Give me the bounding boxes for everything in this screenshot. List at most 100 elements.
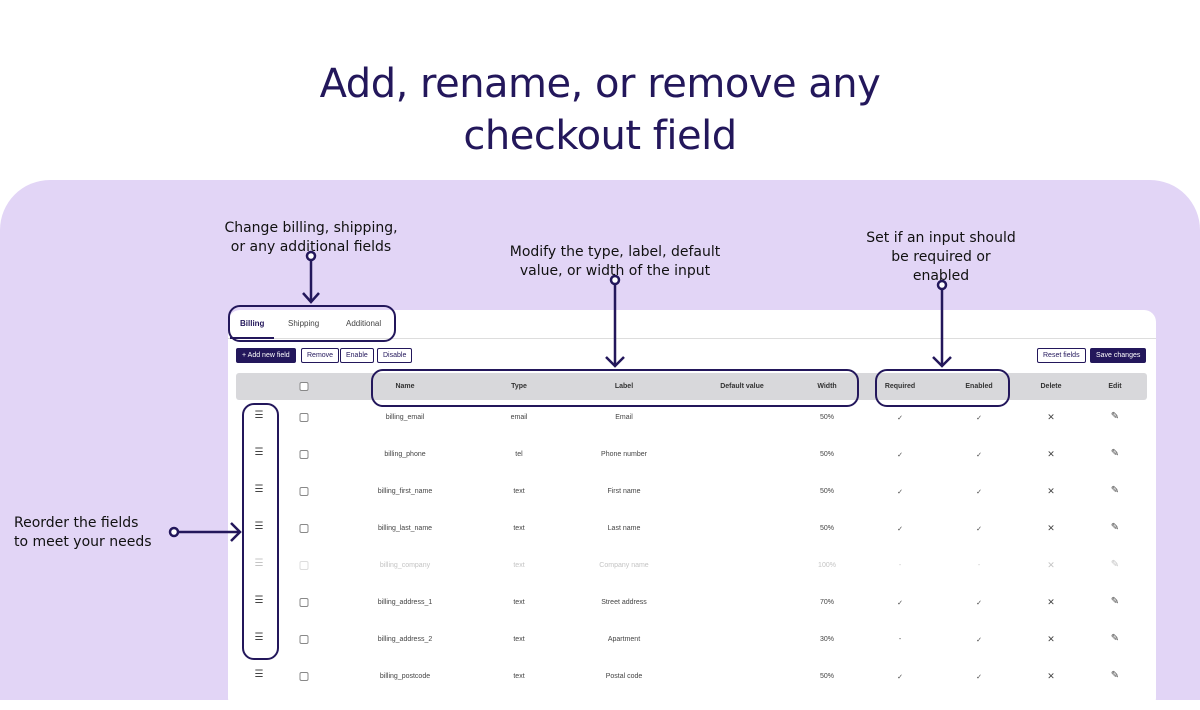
row-checkbox[interactable] xyxy=(299,450,309,459)
tab-shipping[interactable]: Shipping xyxy=(288,319,320,328)
tabs-highlight xyxy=(228,305,396,342)
cell-type: text xyxy=(513,599,525,606)
note-line: or any additional fields xyxy=(230,239,392,255)
cell-label: Apartment xyxy=(607,636,641,643)
column-header: Enabled xyxy=(965,383,993,390)
delete-icon[interactable]: ✕ xyxy=(1047,412,1055,422)
cell-required: - xyxy=(898,636,902,643)
cell-required: - xyxy=(898,562,902,569)
reorder-annotation: Reorder the fields to meet your needs xyxy=(14,514,174,552)
drag-handle-icon[interactable]: ☰ xyxy=(254,447,264,458)
drag-handle-icon[interactable]: ☰ xyxy=(254,669,264,680)
headline-line1: Add, rename, or remove any xyxy=(319,61,881,107)
cell-name: billing_company xyxy=(379,562,431,569)
drag-handle-icon[interactable]: ☰ xyxy=(254,632,264,643)
reset-fields-button[interactable]: Reset fields xyxy=(1037,348,1086,363)
drag-handle-icon[interactable]: ☰ xyxy=(254,410,264,421)
edit-pencil-icon[interactable]: ✎ xyxy=(1110,411,1120,422)
tabs-annotation: Change billing, shipping, or any additio… xyxy=(200,219,422,257)
cell-type: text xyxy=(513,488,525,495)
columns-highlight xyxy=(371,369,859,407)
cell-label: Street address xyxy=(601,599,647,606)
cell-name: billing_first_name xyxy=(377,488,433,495)
note-line: Set if an input should xyxy=(866,230,1016,246)
drag-handles-highlight xyxy=(242,403,279,660)
column-header: Name xyxy=(395,383,415,390)
required-enabled-highlight xyxy=(875,369,1010,407)
delete-icon[interactable]: ✕ xyxy=(1047,523,1055,533)
note-line: Reorder the fields xyxy=(14,515,139,531)
column-header: Delete xyxy=(1040,383,1062,390)
tab-billing[interactable]: Billing xyxy=(240,319,265,328)
delete-icon[interactable]: ✕ xyxy=(1047,560,1055,570)
delete-icon[interactable]: ✕ xyxy=(1047,597,1055,607)
row-checkbox[interactable] xyxy=(299,524,309,533)
cell-width: 50% xyxy=(819,525,835,532)
cell-name: billing_email xyxy=(385,414,425,421)
delete-icon[interactable]: ✕ xyxy=(1047,449,1055,459)
drag-handle-icon[interactable]: ☰ xyxy=(254,558,264,569)
drag-handle-icon[interactable]: ☰ xyxy=(254,484,264,495)
column-header: Default value xyxy=(720,383,764,390)
delete-icon[interactable]: ✕ xyxy=(1047,486,1055,496)
edit-pencil-icon[interactable]: ✎ xyxy=(1110,633,1120,644)
save-changes-button[interactable]: Save changes xyxy=(1090,348,1147,363)
cell-enabled: - xyxy=(977,562,981,569)
remove-button[interactable]: Remove xyxy=(301,348,340,363)
row-checkbox[interactable] xyxy=(299,635,309,644)
column-header: Width xyxy=(817,383,837,390)
column-header: Edit xyxy=(1108,383,1122,390)
cell-label: First name xyxy=(607,488,641,495)
cell-type: text xyxy=(513,636,525,643)
cell-width: 30% xyxy=(819,636,835,643)
cell-width: 50% xyxy=(819,451,835,458)
tab-additional[interactable]: Additional xyxy=(346,319,382,328)
edit-pencil-icon[interactable]: ✎ xyxy=(1110,596,1120,607)
note-line: to meet your needs xyxy=(14,534,152,550)
cell-enabled: ✓ xyxy=(976,489,982,496)
cell-enabled: ✓ xyxy=(976,600,982,607)
cell-type: tel xyxy=(515,451,523,458)
cell-required: ✓ xyxy=(897,600,903,607)
cell-width: 50% xyxy=(819,488,835,495)
row-checkbox[interactable] xyxy=(299,487,309,496)
cell-name: billing_address_1 xyxy=(377,599,433,606)
cell-width: 50% xyxy=(819,414,835,421)
cell-width: 70% xyxy=(819,599,835,606)
edit-pencil-icon[interactable]: ✎ xyxy=(1110,559,1120,570)
disable-button[interactable]: Disable xyxy=(377,348,413,363)
cell-enabled: ✓ xyxy=(976,415,982,422)
select-all-checkbox[interactable] xyxy=(299,382,309,391)
cell-required: ✓ xyxy=(897,452,903,459)
cell-label: Phone number xyxy=(601,451,647,458)
cell-type: email xyxy=(510,414,528,421)
cell-type: text xyxy=(513,525,525,532)
note-line: Modify the type, label, default xyxy=(509,244,721,260)
row-checkbox[interactable] xyxy=(299,598,309,607)
delete-icon[interactable]: ✕ xyxy=(1047,634,1055,644)
active-tab-indicator xyxy=(230,337,274,339)
drag-handle-icon[interactable]: ☰ xyxy=(254,521,264,532)
cell-name: billing_phone xyxy=(384,451,426,458)
note-line: be required or xyxy=(891,249,991,265)
cell-enabled: ✓ xyxy=(976,452,982,459)
row-checkbox[interactable] xyxy=(299,561,309,570)
edit-pencil-icon[interactable]: ✎ xyxy=(1110,522,1120,533)
drag-handle-icon[interactable]: ☰ xyxy=(254,595,264,606)
table-row: ☰ billing_address_1 text Street address 70% ✓… xyxy=(228,585,1156,622)
note-line: Change billing, shipping, xyxy=(224,220,398,236)
cell-required: ✓ xyxy=(897,489,903,496)
add-new-field-button[interactable]: + Add new field xyxy=(236,348,296,363)
cell-label: Last name xyxy=(607,525,641,532)
enable-button[interactable]: Enable xyxy=(340,348,374,363)
edit-pencil-icon[interactable]: ✎ xyxy=(1110,485,1120,496)
edit-pencil-icon[interactable]: ✎ xyxy=(1110,448,1120,459)
cell-width: 100% xyxy=(818,562,836,569)
cell-name: billing_last_name xyxy=(377,525,433,532)
row-checkbox[interactable] xyxy=(299,413,309,422)
